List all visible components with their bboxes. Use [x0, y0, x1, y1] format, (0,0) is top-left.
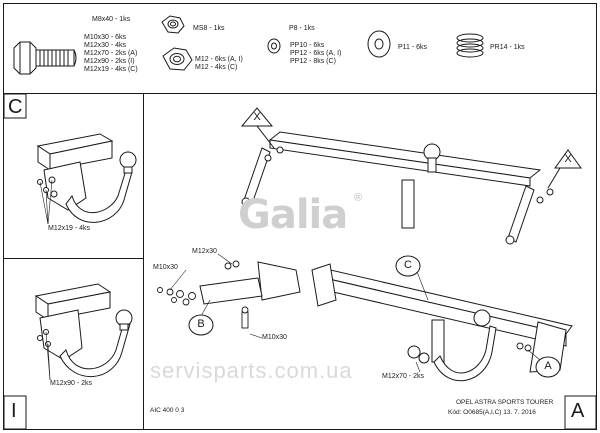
panel-c-letter-box	[3, 93, 27, 119]
callout-x-left	[240, 107, 275, 149]
bolt-m8x40-label: M8x40 - 1ks	[92, 16, 131, 23]
callout-circles	[188, 255, 561, 378]
site-watermark: servisparts.com.ua	[150, 358, 353, 383]
footer-code-left: AIC 400 0 3	[150, 407, 185, 414]
washer-pp-item: PP10 - 6ks	[290, 42, 325, 49]
washer-pp-item: PP12 - 8ks (C)	[290, 58, 336, 65]
bolt-variant-item: M12x90 - 2ks (I)	[84, 58, 135, 65]
panel-i-hitch-illustration	[34, 283, 133, 378]
panel-i-bolt-label: M12x90 - 2ks	[50, 380, 93, 387]
galia-registered-mark: ®	[354, 192, 363, 204]
bolt-m8x40-icon	[13, 41, 77, 75]
nut-m12-icon	[162, 47, 193, 71]
galia-logo: Galia	[238, 192, 348, 238]
panel-c-leader-lines	[39, 179, 53, 225]
callout-b-label: B	[197, 318, 205, 330]
washer-pp-item: PP12 - 6ks (A, I)	[290, 50, 342, 57]
callout-x-left-label: X	[253, 111, 261, 123]
bolt-variant-item: M12x19 - 4ks (C)	[84, 66, 138, 73]
callout-x-right	[547, 149, 582, 189]
nut-m12-item: M12 - 4ks (C)	[195, 64, 238, 71]
panel-c-letter: C	[8, 96, 23, 118]
washer-p8-icon	[267, 38, 281, 54]
callout-b-circle	[188, 314, 214, 336]
label-m12x70: M12x70 - 2ks	[382, 373, 425, 380]
nut-ms8-label: MS8 - 1ks	[193, 25, 225, 32]
callout-c-circle	[395, 255, 421, 277]
washer-p8-label: P8 - 1ks	[289, 25, 315, 32]
panel-i-leader-lines	[45, 331, 51, 381]
callout-c-label: C	[404, 259, 412, 271]
panel-a-letter: A	[571, 400, 585, 422]
panel-c-bolt-label: M12x19 - 4ks	[48, 225, 91, 232]
bolt-variant-item: M12x30 - 4ks	[84, 42, 127, 49]
outer-frame	[3, 3, 597, 430]
callout-a-label: A	[544, 360, 552, 372]
panel-a-letter-box	[564, 395, 597, 430]
spring-washer-pr14-icon	[456, 33, 484, 58]
nut-ms8-icon	[161, 15, 185, 34]
footer-vehicle: OPEL ASTRA SPORTS TOURER	[456, 399, 554, 406]
panel-c-hitch-illustration	[36, 133, 137, 223]
washer-p11-label: P11 - 6ks	[398, 44, 428, 51]
footer-code-right: Kód: O0685(A,I,C) 13. 7. 2016	[448, 409, 536, 416]
label-m10x30-top: M10x30	[153, 264, 178, 271]
panel-i-letter: I	[11, 400, 17, 422]
label-m10x30-bottom: M10x30	[262, 334, 287, 341]
label-m12x30: M12x30	[192, 248, 217, 255]
loose-fasteners	[157, 260, 532, 352]
panel-i-letter-box	[3, 395, 27, 430]
callout-a-circle	[535, 356, 561, 378]
nut-m12-item: M12 - 6ks (A, I)	[195, 56, 243, 63]
bolt-variants-list: M10x30 - 6ks M12x30 - 4ks M12x70 - 2ks (…	[84, 34, 138, 74]
spring-washer-pr14-label: PR14 - 1ks	[490, 44, 525, 51]
washer-p11-icon	[367, 30, 391, 58]
bolt-variant-item: M10x30 - 6ks	[84, 34, 127, 41]
callout-x-right-label: X	[564, 153, 572, 165]
washer-pp-labels: PP10 - 6ks PP12 - 6ks (A, I) PP12 - 8ks …	[290, 42, 341, 66]
main-upper-crossbar	[241, 131, 554, 245]
nut-m12-labels: M12 - 6ks (A, I) M12 - 4ks (C)	[195, 56, 243, 72]
bolt-variant-item: M12x70 - 2ks (A)	[84, 50, 138, 57]
